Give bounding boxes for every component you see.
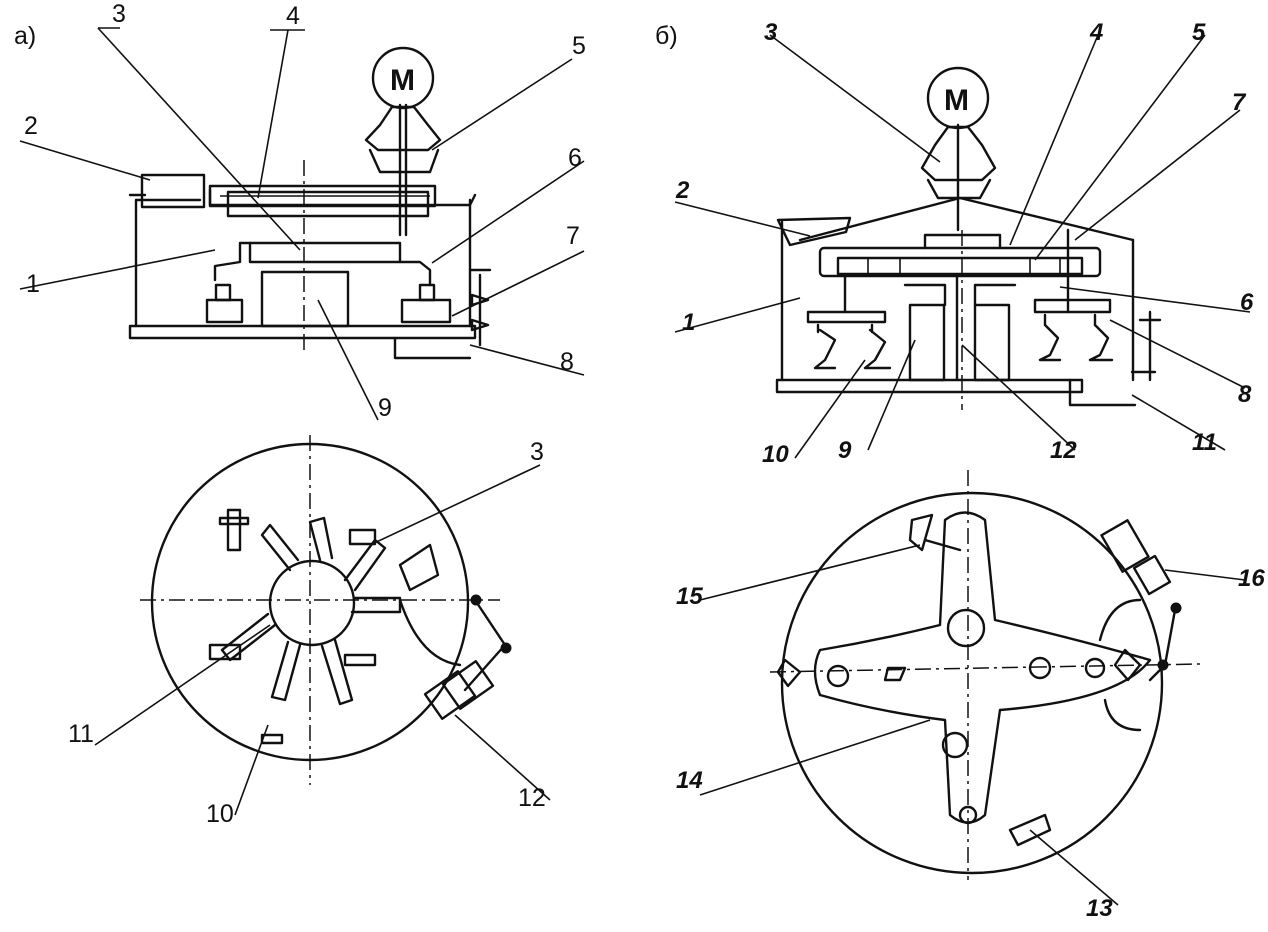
callout-10: 10: [206, 800, 234, 828]
svg-text:М: М: [944, 84, 969, 117]
base-plate-a: [128, 324, 477, 340]
figure-a-side-view: а) М: [14, 0, 586, 422]
figure-a-plan-view: 3 11 10 12: [68, 435, 551, 828]
plow-a: [398, 543, 440, 592]
scraper-13: [1008, 813, 1052, 847]
motor-a: М: [364, 46, 442, 237]
callout-b13: 13: [1086, 895, 1113, 922]
callout-3-plan: 3: [530, 438, 544, 466]
callout-b3: 3: [764, 19, 778, 46]
callout-b10: 10: [762, 441, 789, 468]
callout-b1: 1: [682, 309, 695, 336]
callout-b6: 6: [1240, 289, 1254, 316]
loading-hatch-b: [776, 216, 852, 247]
callout-b2: 2: [675, 177, 690, 204]
callout-b9: 9: [838, 437, 852, 464]
panel-label-b: б): [655, 22, 678, 50]
gearbox-b: [818, 246, 1102, 278]
scraper-blade-a: [400, 298, 452, 324]
callout-12: 12: [518, 784, 546, 812]
callout-3: 3: [112, 0, 126, 28]
plow-15: [908, 513, 934, 552]
callout-b14: 14: [676, 767, 703, 794]
callout-b16: 16: [1238, 565, 1265, 592]
callout-b11: 11: [1192, 429, 1217, 456]
callout-b8: 8: [1238, 381, 1252, 408]
callout-b12: 12: [1050, 437, 1077, 464]
callout-4: 4: [286, 2, 300, 30]
callout-b4: 4: [1089, 19, 1103, 46]
motor-b: М: [920, 66, 997, 232]
callout-b7: 7: [1232, 89, 1247, 116]
callout-5: 5: [572, 32, 586, 60]
bowl-a: [260, 270, 350, 328]
pan-b: [780, 491, 1164, 875]
figure-b-plan-view: 15 16 14 13: [676, 470, 1265, 922]
callout-9: 9: [378, 394, 392, 422]
callout-b15: 15: [676, 583, 703, 610]
callout-11: 11: [68, 720, 94, 748]
callout-6: 6: [568, 144, 582, 172]
callout-2: 2: [24, 112, 38, 140]
base-plate-b: [775, 378, 1084, 394]
callout-1: 1: [26, 270, 40, 298]
callout-b5: 5: [1192, 19, 1206, 46]
figure-b-side-view: б) М: [655, 19, 1254, 468]
panel-label-a: а): [14, 22, 36, 50]
callout-7: 7: [566, 222, 580, 250]
loading-hatch-a: [140, 173, 206, 209]
svg-text:М: М: [390, 64, 415, 97]
callout-8: 8: [560, 348, 574, 376]
